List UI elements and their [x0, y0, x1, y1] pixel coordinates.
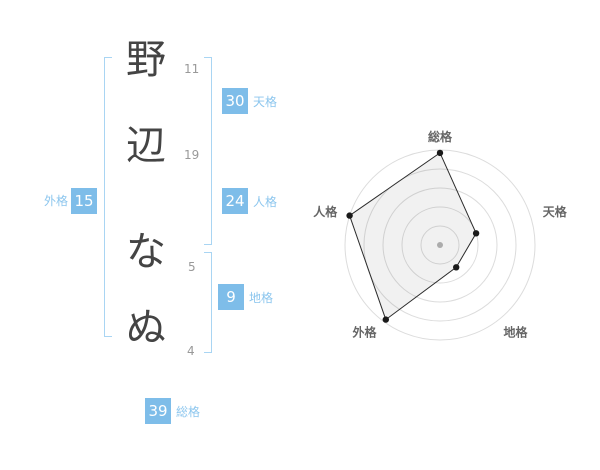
soukaku-score-badge: 39	[145, 398, 171, 424]
stroke-count: 11	[184, 62, 200, 76]
radar-axis-label: 総格	[428, 129, 453, 144]
radar-grid-ring	[401, 206, 479, 284]
soukaku-score-label: 総格	[176, 405, 201, 419]
radar-data-point	[453, 264, 460, 271]
name-char: 野	[126, 37, 166, 83]
gaikaku-score-badge: 15	[71, 188, 97, 214]
radar-axis-label: 外格	[352, 325, 377, 340]
radar-grid-ring	[382, 187, 498, 303]
radar-data-point	[472, 230, 480, 237]
radar-data-point	[346, 212, 353, 219]
radar-data-point	[382, 316, 389, 323]
stroke-count: 5	[188, 260, 196, 274]
jinkaku-score-badge: 24	[222, 188, 248, 214]
radar-data-polygon	[349, 152, 477, 321]
stroke-count: 4	[187, 344, 195, 358]
tenkaku-jinkaku-bracket	[204, 57, 212, 245]
name-char: 辺	[126, 123, 166, 169]
chikaku-score-label: 地格	[249, 291, 274, 305]
radar-center-dot	[437, 242, 443, 248]
radar-axis-label: 地格	[504, 325, 529, 340]
gaikaku-score-label: 外格	[44, 194, 69, 208]
radar-grid-ring	[363, 168, 517, 322]
tenkaku-score-badge: 30	[222, 88, 248, 114]
radar-axis-label: 人格	[313, 204, 338, 219]
radar-grid-ring	[420, 225, 460, 265]
gaikaku-bracket	[104, 57, 112, 337]
chikaku-bracket	[204, 252, 212, 353]
tenkaku-score-label: 天格	[253, 95, 278, 109]
stroke-count: 19	[184, 148, 200, 162]
name-char: ぬ	[126, 305, 166, 351]
radar-axis-label: 天格	[543, 204, 568, 219]
radar-data-point	[436, 149, 444, 157]
chikaku-score-badge: 9	[218, 284, 244, 310]
jinkaku-score-label: 人格	[253, 195, 278, 209]
name-char: な	[126, 229, 166, 275]
